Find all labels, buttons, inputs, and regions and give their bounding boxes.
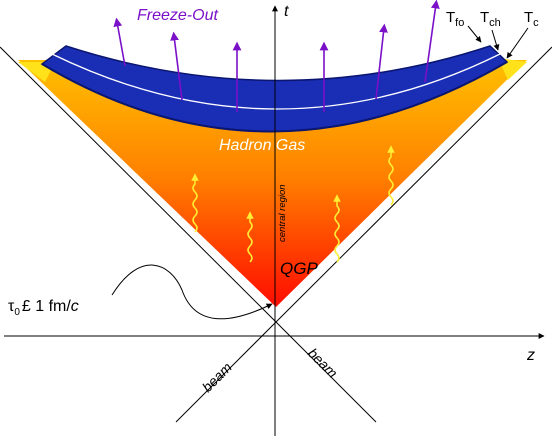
qgp-label: QGP bbox=[280, 259, 318, 278]
t-ch-pointer bbox=[491, 29, 500, 51]
z-axis-label: z bbox=[526, 347, 535, 364]
t-ch-label: Tch bbox=[480, 9, 501, 29]
wavy-arrow-icon bbox=[191, 173, 199, 233]
wavy-arrow-icon bbox=[333, 194, 341, 263]
arrow-up-icon bbox=[424, 0, 440, 83]
t-fo-label: Tfo bbox=[446, 9, 464, 29]
central-region-label: central region bbox=[277, 184, 288, 242]
tau-c: c bbox=[71, 298, 79, 315]
beam-line-left bbox=[275, 321, 377, 423]
wavy-arrow-icon bbox=[387, 145, 395, 206]
arrow-up-icon bbox=[170, 31, 183, 101]
tau-text: £ 1 fm/ bbox=[22, 298, 71, 315]
light-cone-right bbox=[275, 46, 552, 323]
wavy-arrow-icon bbox=[246, 211, 254, 263]
freeze-out-label: Freeze-Out bbox=[137, 7, 218, 24]
freeze-out-arrows bbox=[113, 0, 440, 112]
tau-subscript: 0 bbox=[14, 307, 20, 318]
t-c-label: Tc bbox=[524, 9, 539, 29]
beam-label-right: beam bbox=[305, 345, 341, 381]
t-c-pointer bbox=[506, 27, 529, 59]
arrow-up-icon bbox=[375, 23, 388, 100]
beam-line-right bbox=[175, 321, 277, 423]
mask-top bbox=[0, 0, 552, 81]
thermal-emission-arrows bbox=[191, 145, 395, 263]
tau-symbol: τ bbox=[8, 298, 15, 315]
t-fo-pointer bbox=[467, 25, 482, 43]
tau-pointer-curve bbox=[111, 264, 273, 320]
t-axis-label: t bbox=[284, 3, 289, 20]
light-cone-left bbox=[0, 46, 277, 323]
arrow-up-icon bbox=[113, 17, 126, 67]
qgp-region bbox=[18, 60, 527, 307]
chemical-freezeout-line bbox=[51, 53, 501, 110]
hadron-gas-label: Hadron Gas bbox=[219, 137, 305, 154]
critical-line bbox=[41, 61, 508, 133]
tau0-label: τ0£ 1 fm/c bbox=[8, 298, 79, 318]
beam-label-left: beam bbox=[199, 359, 235, 395]
